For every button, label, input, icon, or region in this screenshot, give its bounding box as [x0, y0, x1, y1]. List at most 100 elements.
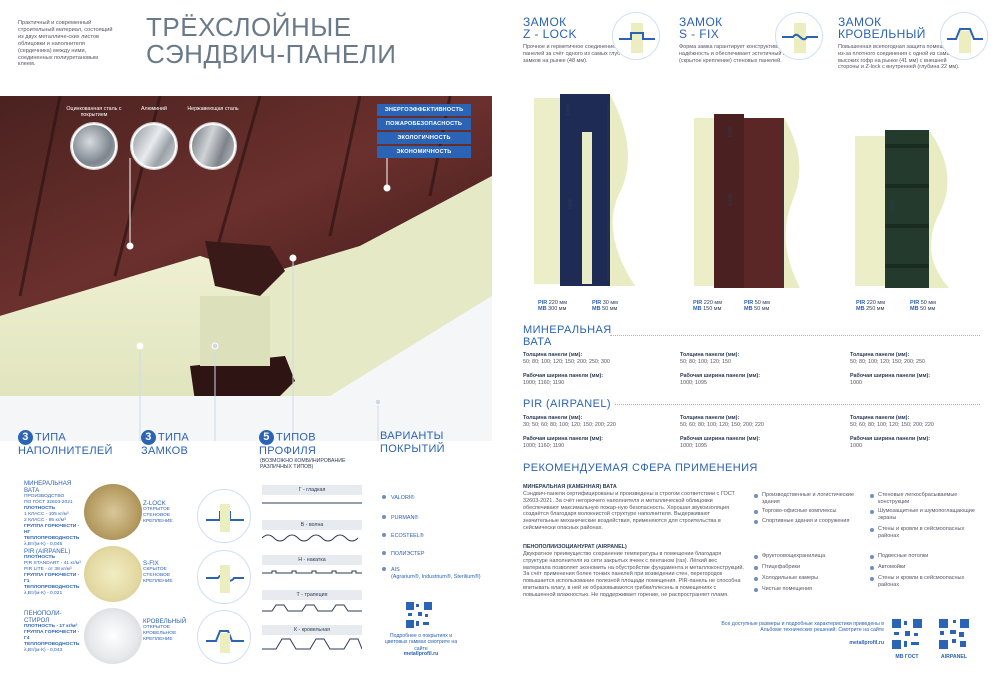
pir-foam-image [84, 546, 142, 602]
roof-lock-detail-icon [940, 12, 988, 60]
s-fix-top-dim: 1095 [728, 125, 734, 138]
filler-spec-3: 1 КЛАСС - 105 кг/м³ [24, 512, 69, 517]
lock-z-desc: Прочное и герметичное соединение стеновы… [523, 44, 641, 64]
intro-text: Практичный и современный строительный ма… [18, 20, 113, 68]
pir-thickness: 220 мм [548, 300, 567, 306]
filler-pir: PIR (AIRPANEL) ПЛОТНОСТЬ PIR STANDART - … [24, 548, 86, 597]
stainless-steel-swatch [190, 123, 236, 169]
pir-width-values-2: 1000; 1095 [680, 443, 707, 449]
lock-title-1: ЗАМОК [838, 15, 882, 29]
pir-width-label-1: Рабочая ширина панели (мм): [523, 436, 604, 442]
mw-thick-label-1: Толщина панели (мм): [523, 352, 583, 358]
filler-spec-1: PIR STANDART - 41 кг/м³ [24, 561, 81, 566]
coating-label: ПОЛИЭСТЕР [391, 551, 425, 557]
roof-panel-render [855, 130, 949, 288]
z-lock-detail-icon [612, 12, 660, 60]
pir-thick-label-1: Толщина панели (мм): [523, 415, 583, 421]
application-title: РЕКОМЕНДУЕМАЯ СФЕРА ПРИМЕНЕНИЯ [523, 462, 758, 474]
coating-label: PURMAN® [391, 515, 419, 521]
lock-roof-desc: Повышенная всепогодная защита помещения … [838, 44, 960, 71]
mb-thickness-min: 50 мм [754, 306, 770, 313]
tag-energy-efficiency: ЭНЕРГОЭФФЕКТИВНОСТЬ [377, 104, 471, 116]
coating-purman: PURMAN® [382, 515, 418, 522]
footer-site-link[interactable]: metallprofil.ru [849, 640, 884, 646]
lock-z: Z-LOCK ОТКРЫТОЕ СТЕНОВОЕ КРЕПЛЕНИЕ [143, 500, 193, 525]
profile-smooth: Г - гладкая [262, 485, 362, 495]
divider [615, 404, 980, 405]
coating-polyester: ПОЛИЭСТЕР [382, 551, 425, 558]
title-line-1: ТРЁХСЛОЙНЫЕ [146, 12, 352, 42]
pir-thick-values-3: 50; 60; 80; 100; 120; 150; 200; 220 [850, 422, 934, 428]
locks-head-1: ТИПА [158, 431, 190, 444]
locks-head-2: ЗАМКОВ [141, 445, 189, 457]
bullet-icon [382, 567, 386, 571]
bullet-icon [382, 515, 386, 519]
bullet-icon [382, 495, 386, 499]
filler-spec-2: PIR LITE - от 38 кг/м³ [24, 567, 72, 572]
use-item: Спортивные здания и сооружения [754, 518, 859, 525]
filler-polystyrene: ПЕНОПОЛИ-СТИРОЛ ПЛОТНОСТЬ - 17 кг/м³ ГРУ… [24, 610, 86, 654]
lock-sub: ОТКРЫТОЕ СТЕНОВОЕ КРЕПЛЕНИЕ [143, 507, 173, 524]
use-item: Холодильные камеры [754, 575, 859, 582]
filler-mineral-wool: МИНЕРАЛЬНАЯ ВАТА ПРОИЗВОДСТВО ПО ГОСТ 32… [24, 480, 86, 548]
filler-spec-7: λ,Вт/(м·К) - 0,045 [24, 542, 63, 547]
locks-count-badge: 3 [141, 430, 156, 445]
mw-thick-label-3: Толщина панели (мм): [850, 352, 910, 358]
profile-trapezoid-shape [262, 604, 362, 612]
lock-title-2: S - FIX [679, 27, 720, 41]
filler-spec-4: ТЕПЛОПРОВОДНОСТЬ [24, 585, 80, 590]
coating-ais-sub: (Agrarium®, Industrium®, Sterilium®) [391, 574, 481, 580]
mb-gost-qr-code[interactable] [890, 617, 924, 651]
coatings-qr-code[interactable] [404, 600, 434, 630]
filler-spec-4: 2 КЛАСС - 95 кг/м³ [24, 518, 66, 523]
filler-spec-3: ГРУППА ГОРЮЧЕСТИ - Г1 [24, 573, 80, 584]
coatings-heading: ВАРИАНТЫ ПОКРЫТИЙ [380, 430, 445, 456]
filler-spec-0: ПЛОТНОСТЬ [24, 555, 55, 560]
lock-name: Z-LOCK [143, 500, 166, 507]
pir-width-values-1: 1000; 1160; 1190 [523, 443, 565, 449]
profile-trapezoid: Т - трапеция [262, 590, 362, 600]
tag-economy: ЭКОНОМИЧНОСТЬ [377, 146, 471, 158]
title-line-2: СЭНДВИЧ-ПАНЕЛИ [146, 39, 397, 69]
coatings-head-1: ВАРИАНТЫ [380, 430, 444, 442]
fillers-head-1: ТИПА [35, 431, 67, 444]
roof-main-dim: 1000 [890, 199, 896, 212]
qr-label-mb-gost: МВ ГОСТ [895, 654, 919, 660]
coatings-head-2: ПОКРЫТИЙ [380, 443, 445, 455]
use-item: Подвесные потолки [870, 553, 980, 560]
use-item: Стены и кровли в сейсмоопасных районах [870, 575, 980, 589]
footer-note: Все доступные размеры и подробные характ… [721, 621, 884, 634]
profile-smooth-shape [262, 502, 362, 504]
profile-wave: В - волна [262, 520, 362, 530]
filler-spec-2: ПЛОТНОСТЬ [24, 506, 55, 511]
pir-thick-label-3: Толщина панели (мм): [850, 415, 910, 421]
pir-section-title: PIR (AIRPANEL) [523, 398, 611, 410]
pir-thick-values-1: 30; 50; 60; 80; 100; 120; 150; 200; 220 [523, 422, 616, 428]
mw-thick-values-3: 50; 80; 100; 120; 150; 200; 250 [850, 359, 925, 365]
profile-wave-shape [262, 534, 359, 542]
airpanel-qr-code[interactable] [937, 617, 971, 651]
coating-label: ECOSTEEL® [391, 533, 424, 539]
filler-spec-1: ПО ГОСТ 32603-2021 [24, 500, 73, 505]
coatings-site-link[interactable]: metallprofil.ru [403, 651, 439, 657]
polystyrene-image [84, 608, 142, 664]
s-fix-panel-render [694, 114, 800, 288]
use-item: Птицефабрики [754, 564, 859, 571]
qr-label-airpanel: AIRPANEL [940, 654, 968, 660]
filler-spec-0: ПРОИЗВОДСТВО [24, 494, 65, 499]
lock-s-desc: Форма замка гарантирует конструктивную н… [679, 44, 793, 64]
z-lock-main-dim: 1000 [568, 197, 574, 210]
use-item: Фруктоовощехранилища [754, 553, 859, 560]
section-title-1: МИНЕРАЛЬНАЯ [523, 324, 612, 336]
mw-width-values-2: 1000; 1095 [680, 380, 707, 386]
profile-knurl: Н - накатка [262, 555, 362, 565]
mw-width-label-3: Рабочая ширина панели (мм): [850, 373, 931, 379]
mw-width-label-1: Рабочая ширина панели (мм): [523, 373, 604, 379]
filler-spec-6: ТЕПЛОПРОВОДНОСТЬ [24, 536, 80, 541]
filler-spec-3: λ,Вт/(м·К) - 0,043 [24, 648, 63, 653]
